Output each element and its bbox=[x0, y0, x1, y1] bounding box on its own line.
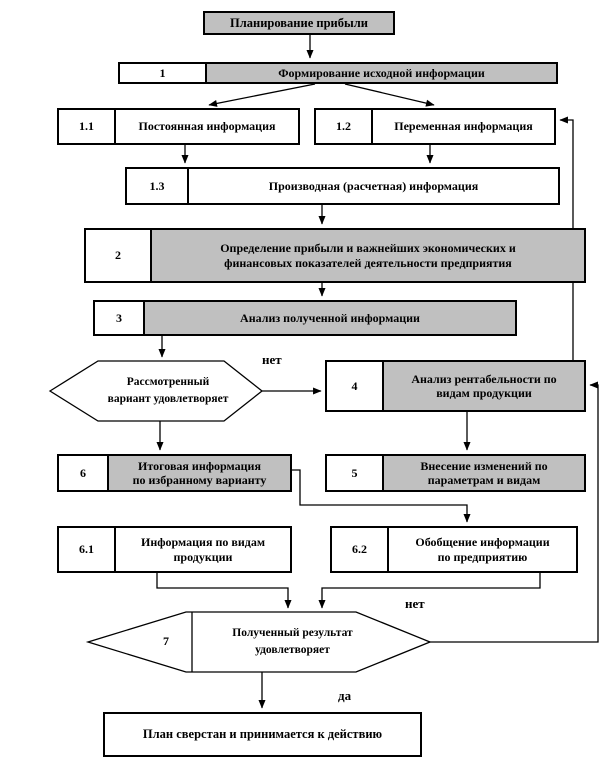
node-1-2: 1.2 Переменная информация bbox=[314, 108, 556, 145]
node-4-label: Анализ рентабельности по видам продукции bbox=[384, 362, 584, 410]
edge-6-1-to-decision-7 bbox=[156, 573, 292, 609]
node-3-number: 3 bbox=[95, 302, 145, 334]
decision-1-shape bbox=[48, 360, 264, 422]
node-4-number: 4 bbox=[327, 362, 384, 410]
node-3-label: Анализ полученной информации bbox=[145, 302, 515, 334]
node-title: Планирование прибыли bbox=[203, 11, 395, 35]
node-1-label: Формирование исходной информации bbox=[207, 64, 556, 82]
node-5-label: Внесение изменений по параметрам и видам bbox=[384, 456, 584, 490]
node-1-3: 1.3 Производная (расчетная) информация bbox=[125, 167, 560, 205]
edge-decision-7-to-4-net bbox=[428, 381, 599, 643]
edge-label-da: да bbox=[338, 688, 352, 703]
node-1: 1 Формирование исходной информации bbox=[118, 62, 558, 84]
node-2: 2 Определение прибыли и важнейших эконом… bbox=[84, 228, 586, 283]
node-title-label: Планирование прибыли bbox=[230, 15, 368, 30]
node-6-1: 6.1 Информация по видам продукции bbox=[57, 526, 292, 573]
decision-1-label: Рассмотренный вариант удовлетворяет bbox=[107, 376, 229, 405]
node-6-label: Итоговая информация по избранному вариан… bbox=[109, 456, 290, 490]
edge-6-to-6-2 bbox=[292, 469, 471, 523]
node-6-2-number: 6.2 bbox=[332, 528, 389, 571]
decision-7-number: 7 bbox=[163, 634, 169, 649]
edge-1-to-1-2 bbox=[344, 83, 435, 107]
decision-7-label: Полученный результат удовлетворяет bbox=[232, 627, 353, 656]
node-6: 6 Итоговая информация по избранному вари… bbox=[57, 454, 292, 492]
decision-7-shape bbox=[85, 611, 432, 673]
node-6-2: 6.2 Обобщение информации по предприятию bbox=[330, 526, 578, 573]
node-3: 3 Анализ полученной информации bbox=[93, 300, 517, 336]
node-6-2-label: Обобщение информации по предприятию bbox=[415, 535, 550, 564]
node-5: 5 Внесение изменений по параметрам и вид… bbox=[325, 454, 586, 492]
node-1-2-number: 1.2 bbox=[316, 110, 373, 143]
node-2-number: 2 bbox=[86, 230, 152, 281]
node-1-1: 1.1 Постоянная информация bbox=[57, 108, 300, 145]
edge-label-net-1: нет bbox=[262, 352, 282, 367]
node-final-label: План сверстан и принимается к действию bbox=[142, 727, 383, 742]
node-6-1-number: 6.1 bbox=[59, 528, 116, 571]
node-1-2-label: Переменная информация bbox=[394, 119, 533, 134]
node-2-label: Определение прибыли и важнейших экономич… bbox=[152, 230, 584, 281]
edge-1-to-1-1 bbox=[208, 83, 316, 107]
node-1-1-label: Постоянная информация bbox=[138, 119, 276, 134]
node-6-1-label: Информация по видам продукции bbox=[140, 535, 265, 564]
node-1-3-label: Производная (расчетная) информация bbox=[268, 178, 479, 193]
node-1-number: 1 bbox=[120, 64, 207, 82]
node-1-1-number: 1.1 bbox=[59, 110, 116, 143]
node-5-number: 5 bbox=[327, 456, 384, 490]
node-final: План сверстан и принимается к действию bbox=[103, 712, 422, 757]
edge-label-net-2: нет bbox=[405, 596, 425, 611]
node-6-number: 6 bbox=[59, 456, 109, 490]
node-4: 4 Анализ рентабельности по видам продукц… bbox=[325, 360, 586, 412]
edge-6-2-to-decision-7 bbox=[318, 573, 541, 609]
node-1-3-number: 1.3 bbox=[127, 169, 189, 203]
